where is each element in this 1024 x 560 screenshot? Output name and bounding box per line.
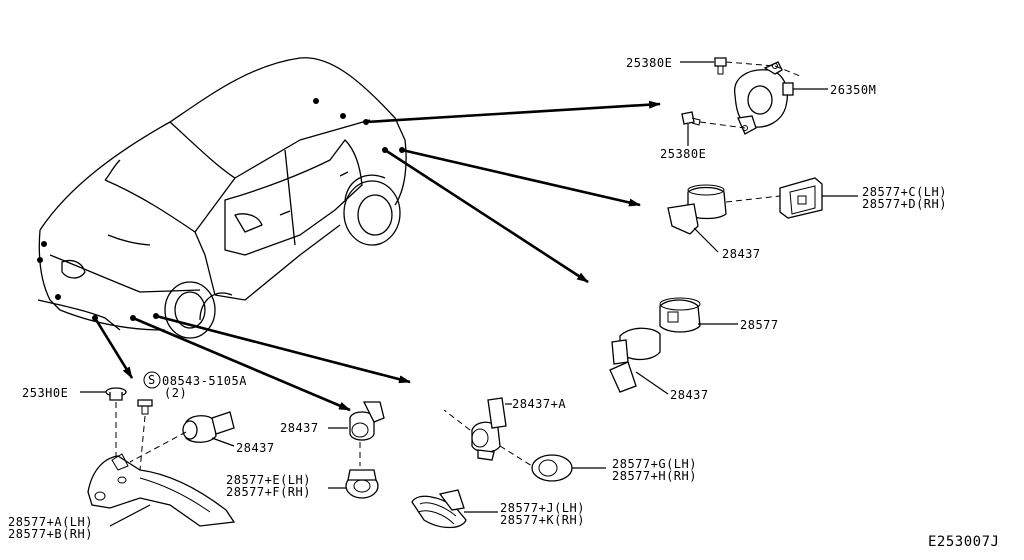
- label-28577EF-line2: 28577+F(RH): [226, 485, 311, 499]
- bezel-28577JK: [411, 489, 498, 529]
- label-28577JK: 28577+J(LH) 28577+K(RH): [500, 501, 593, 527]
- label-28577AB-line1: 28577+A(LH): [8, 515, 93, 529]
- bolt-253H0E: [80, 387, 127, 460]
- bezel-28577GH: [531, 454, 606, 482]
- diagram-code: E253007J: [928, 534, 999, 550]
- label-28437A: 28437+A: [512, 397, 566, 411]
- part-labels: 25380E 26350M 25380E 28577+C(LH) 28577+D…: [8, 56, 999, 550]
- label-25380E-bottom: 25380E: [660, 147, 706, 161]
- label-28437-d: 28437: [280, 421, 319, 435]
- label-28577JK-line1: 28577+J(LH): [500, 501, 585, 515]
- label-screw: 08543-5105A: [162, 374, 247, 388]
- sensor-28437-upper: [667, 184, 781, 253]
- label-253H0E: 253H0E: [22, 386, 68, 400]
- label-28577AB: 28577+A(LH) 28577+B(RH): [8, 515, 101, 541]
- label-28577GH-line1: 28577+G(LH): [612, 457, 697, 471]
- label-28577GH: 28577+G(LH) 28577+H(RH): [612, 457, 705, 483]
- label-28577CD: 28577+C(LH) 28577+D(RH): [862, 185, 955, 211]
- label-screw-qty: (2): [164, 386, 187, 400]
- label-28577EF: 28577+E(LH) 28577+F(RH): [226, 473, 319, 499]
- label-28437-a: 28437: [722, 247, 761, 261]
- label-26350M: 26350M: [830, 83, 876, 97]
- label-28577EF-line1: 28577+E(LH): [226, 473, 311, 487]
- sensor-28437-mid: [609, 327, 669, 395]
- vehicle-illustration: [37, 57, 407, 339]
- bolt-25380E-bottom: [681, 111, 746, 146]
- location-arrows: [93, 100, 661, 412]
- label-28577GH-line2: 28577+H(RH): [612, 469, 697, 483]
- label-28437-c: 28437: [236, 441, 275, 455]
- label-28437-b: 28437: [670, 388, 709, 402]
- bezel-28577EF: [328, 469, 379, 499]
- buzzer-part-26350M: [734, 61, 828, 135]
- label-28577: 28577: [740, 318, 779, 332]
- sensor-28437A: [443, 397, 533, 467]
- label-28577AB-line2: 28577+B(RH): [8, 527, 93, 541]
- sensor-bracket-28577CD: [779, 177, 858, 219]
- label-25380E-top: 25380E: [626, 56, 672, 70]
- screw-symbol: S: [148, 373, 156, 387]
- screw-08543: S: [137, 371, 161, 471]
- label-28577CD-line2: 28577+D(RH): [862, 197, 947, 211]
- sensor-locations: [37, 98, 405, 321]
- sensor-28437-lower-center: [328, 401, 385, 466]
- sensor-28437-lower-left: [129, 411, 235, 463]
- bracket-28577AB: [87, 453, 236, 527]
- label-28577CD-line1: 28577+C(LH): [862, 185, 947, 199]
- sensor-28577-mid: [659, 297, 738, 333]
- bolt-25380E-top: [680, 57, 776, 75]
- label-28577JK-line2: 28577+K(RH): [500, 513, 585, 527]
